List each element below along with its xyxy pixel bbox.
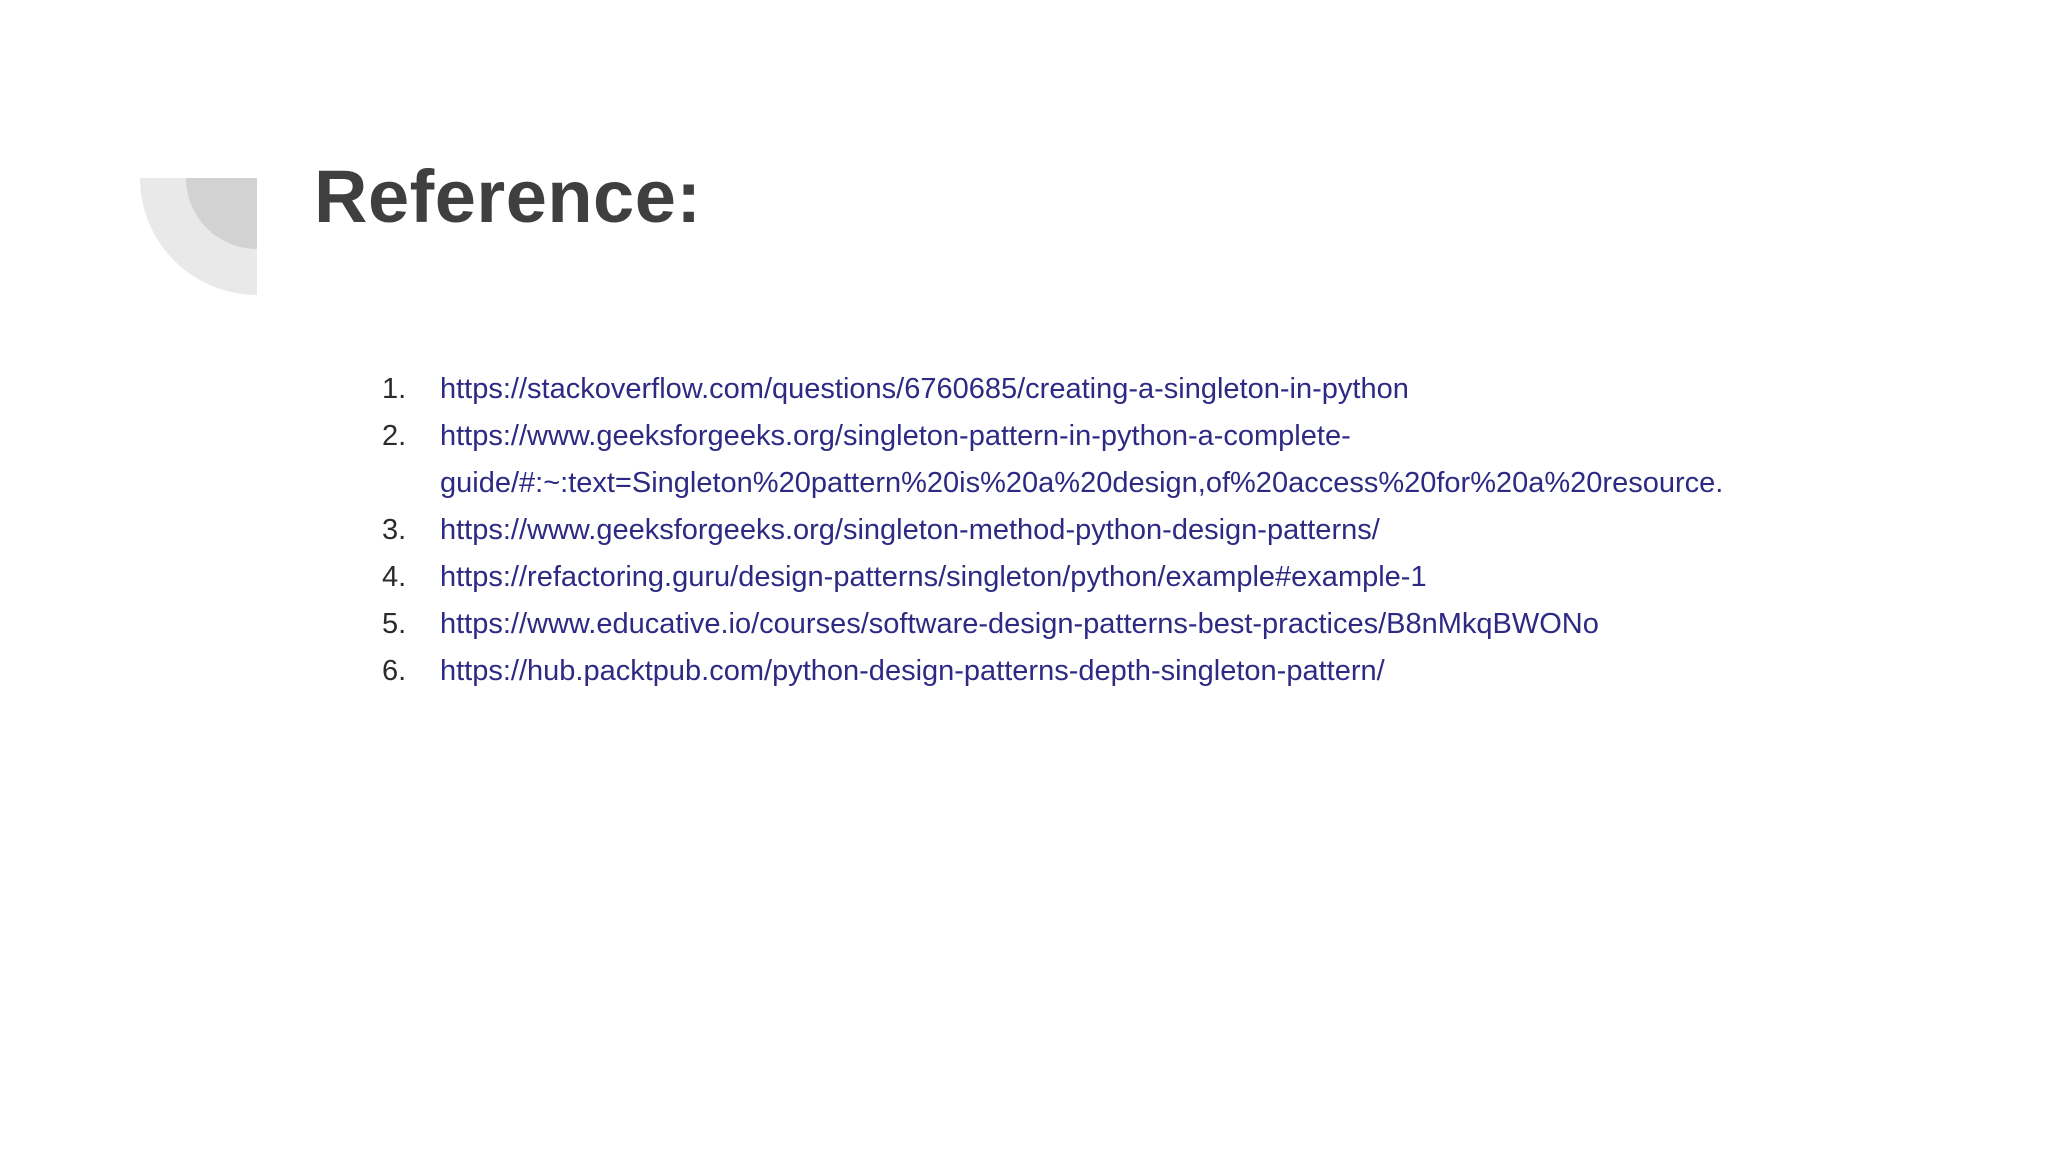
list-item: 2. https://www.geeksforgeeks.org/singlet… <box>382 413 1902 507</box>
list-item-marker: 1. <box>382 373 407 405</box>
reference-link[interactable]: https://refactoring.guru/design-patterns… <box>440 561 1427 593</box>
reference-link[interactable]: https://www.geeksforgeeks.org/singleton-… <box>440 420 1724 499</box>
reference-link[interactable]: https://hub.packtpub.com/python-design-p… <box>440 655 1385 687</box>
reference-link[interactable]: https://stackoverflow.com/questions/6760… <box>440 373 1409 405</box>
list-item-marker: 5. <box>382 608 407 640</box>
list-item-marker: 2. <box>382 420 407 452</box>
list-item: 1. https://stackoverflow.com/questions/6… <box>382 366 1902 413</box>
list-item: 6. https://hub.packtpub.com/python-desig… <box>382 648 1902 695</box>
reference-link[interactable]: https://www.educative.io/courses/softwar… <box>440 608 1599 640</box>
quarter-circle-decoration <box>140 178 257 295</box>
list-item-marker: 3. <box>382 514 407 546</box>
list-item: 4. https://refactoring.guru/design-patte… <box>382 554 1902 601</box>
list-item-marker: 6. <box>382 655 407 687</box>
list-item: 5. https://www.educative.io/courses/soft… <box>382 601 1902 648</box>
reference-list: 1. https://stackoverflow.com/questions/6… <box>342 366 1902 695</box>
list-item: 3. https://www.geeksforgeeks.org/singlet… <box>382 507 1902 554</box>
reference-link[interactable]: https://www.geeksforgeeks.org/singleton-… <box>440 514 1380 546</box>
page-title: Reference: <box>314 155 702 238</box>
list-item-marker: 4. <box>382 561 407 593</box>
